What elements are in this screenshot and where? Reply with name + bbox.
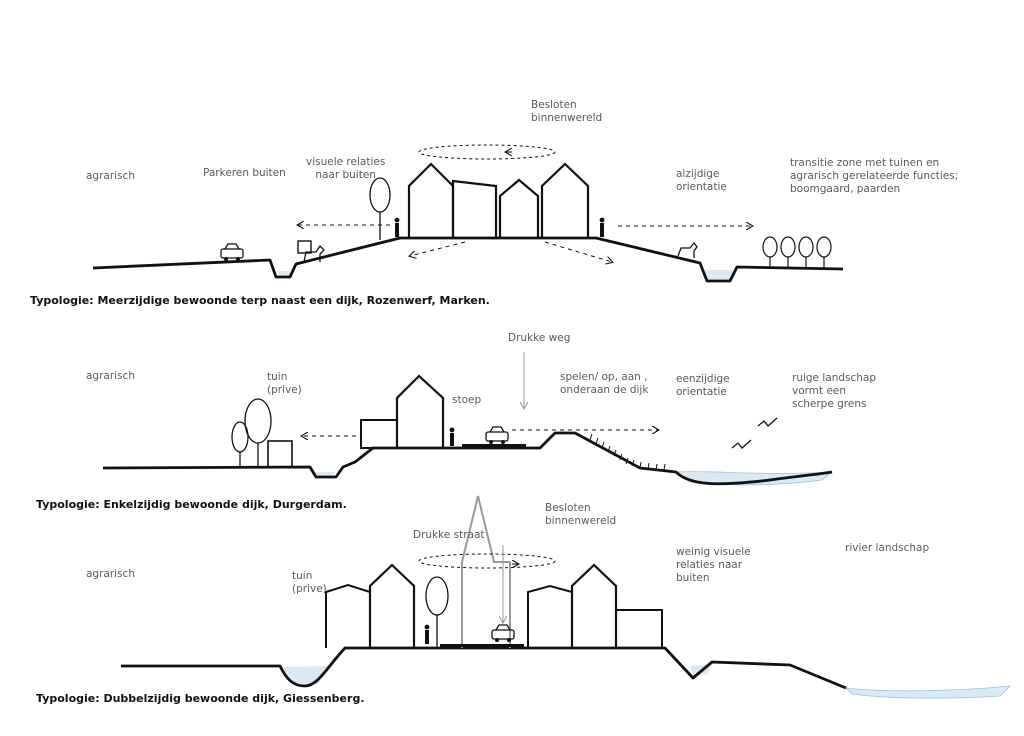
house-3 xyxy=(498,178,540,238)
tree-icon xyxy=(231,421,249,467)
label-parkeren-buiten: Parkeren buiten xyxy=(203,167,286,179)
rotation-ellipse xyxy=(418,553,556,569)
house-2 xyxy=(451,179,498,238)
person-icon xyxy=(424,624,430,644)
label-visuele-relaties: visuele relaties naar buiten xyxy=(306,156,386,181)
tree-icon xyxy=(244,398,272,467)
label-weinig-visuele-relaties: weinig visuele relaties naar buiten xyxy=(676,546,751,584)
house-right-1 xyxy=(527,584,573,648)
house-4 xyxy=(540,162,590,238)
label-drukke-weg: Drukke weg xyxy=(508,332,571,344)
tree-icon xyxy=(425,576,449,648)
dashed-arrow xyxy=(544,241,612,262)
bird-icon xyxy=(731,439,752,449)
shed xyxy=(267,440,293,468)
house-1 xyxy=(407,162,455,238)
road xyxy=(462,444,526,447)
car-icon xyxy=(220,243,244,261)
bird-icon xyxy=(757,417,778,427)
section-1-drawing xyxy=(92,144,844,283)
reed-vegetation xyxy=(589,433,666,471)
dashed-arrow xyxy=(410,241,466,256)
label-rivier-landschap: rivier landschap xyxy=(845,542,930,554)
person-icon xyxy=(394,217,400,237)
label-eenzijdige-orientatie: eenzijdige orientatie xyxy=(676,373,730,398)
car-icon xyxy=(485,426,509,444)
ditch-water-right xyxy=(704,270,733,281)
person-icon xyxy=(449,427,455,446)
label-tuin-prive: tuin (prive) xyxy=(292,570,327,595)
horse-icon xyxy=(303,244,325,263)
label-besloten-binnenwereld: Besloten binnenwereld xyxy=(545,502,617,527)
house-right-annex xyxy=(615,609,663,649)
house-right-2 xyxy=(570,563,618,648)
shed xyxy=(297,240,312,254)
label-stoep: stoep xyxy=(452,394,482,406)
person-icon xyxy=(599,217,605,237)
water-left xyxy=(312,472,336,476)
section-3-drawing xyxy=(121,495,1012,699)
label-alzijdige-orientatie: alzijdige orientatie xyxy=(676,168,727,193)
label-tuin-prive: tuin (prive) xyxy=(267,371,302,396)
caption-section-2: Typologie: Enkelzijdig bewoonde dijk, Du… xyxy=(36,498,347,511)
label-transitie-zone: transitie zone met tuinen en agrarisch g… xyxy=(790,157,959,195)
caption-section-1: Typologie: Meerzijdige bewoonde terp naa… xyxy=(30,294,490,307)
horse-icon xyxy=(677,241,698,258)
label-besloten-binnenwereld: Besloten binnenwereld xyxy=(531,99,603,124)
label-ruige-landschap: ruige landschap vormt een scherpe grens xyxy=(792,372,877,410)
caption-section-3: Typologie: Dubbelzijdig bewoonde dijk, G… xyxy=(36,692,365,705)
house-left-1 xyxy=(325,583,371,648)
section-2-drawing xyxy=(102,352,834,486)
tree-icon xyxy=(762,236,778,268)
label-agrarisch: agrarisch xyxy=(86,170,135,182)
label-agrarisch: agrarisch xyxy=(86,370,135,382)
ditch-water-left xyxy=(276,271,292,276)
ground-profile-terp xyxy=(92,236,844,283)
ground-profile-dike xyxy=(102,431,833,486)
label-agrarisch: agrarisch xyxy=(86,568,135,580)
rotation-ellipse xyxy=(418,144,556,160)
street-space-outline xyxy=(461,495,511,648)
house-left-2 xyxy=(368,563,416,648)
tree-icon xyxy=(816,236,832,268)
house-main xyxy=(395,374,445,448)
house-annex xyxy=(360,419,398,449)
tree-icon xyxy=(780,236,796,268)
road xyxy=(440,644,524,647)
label-spelen-dijk: spelen/ op, aan , onderaan de dijk xyxy=(560,371,649,396)
tree-icon xyxy=(369,177,391,240)
water-right xyxy=(844,685,1012,699)
tree-icon xyxy=(798,236,814,268)
label-drukke-straat: Drukke straat xyxy=(413,529,485,541)
car-icon xyxy=(491,624,515,642)
ground-profile-dike xyxy=(121,646,847,690)
